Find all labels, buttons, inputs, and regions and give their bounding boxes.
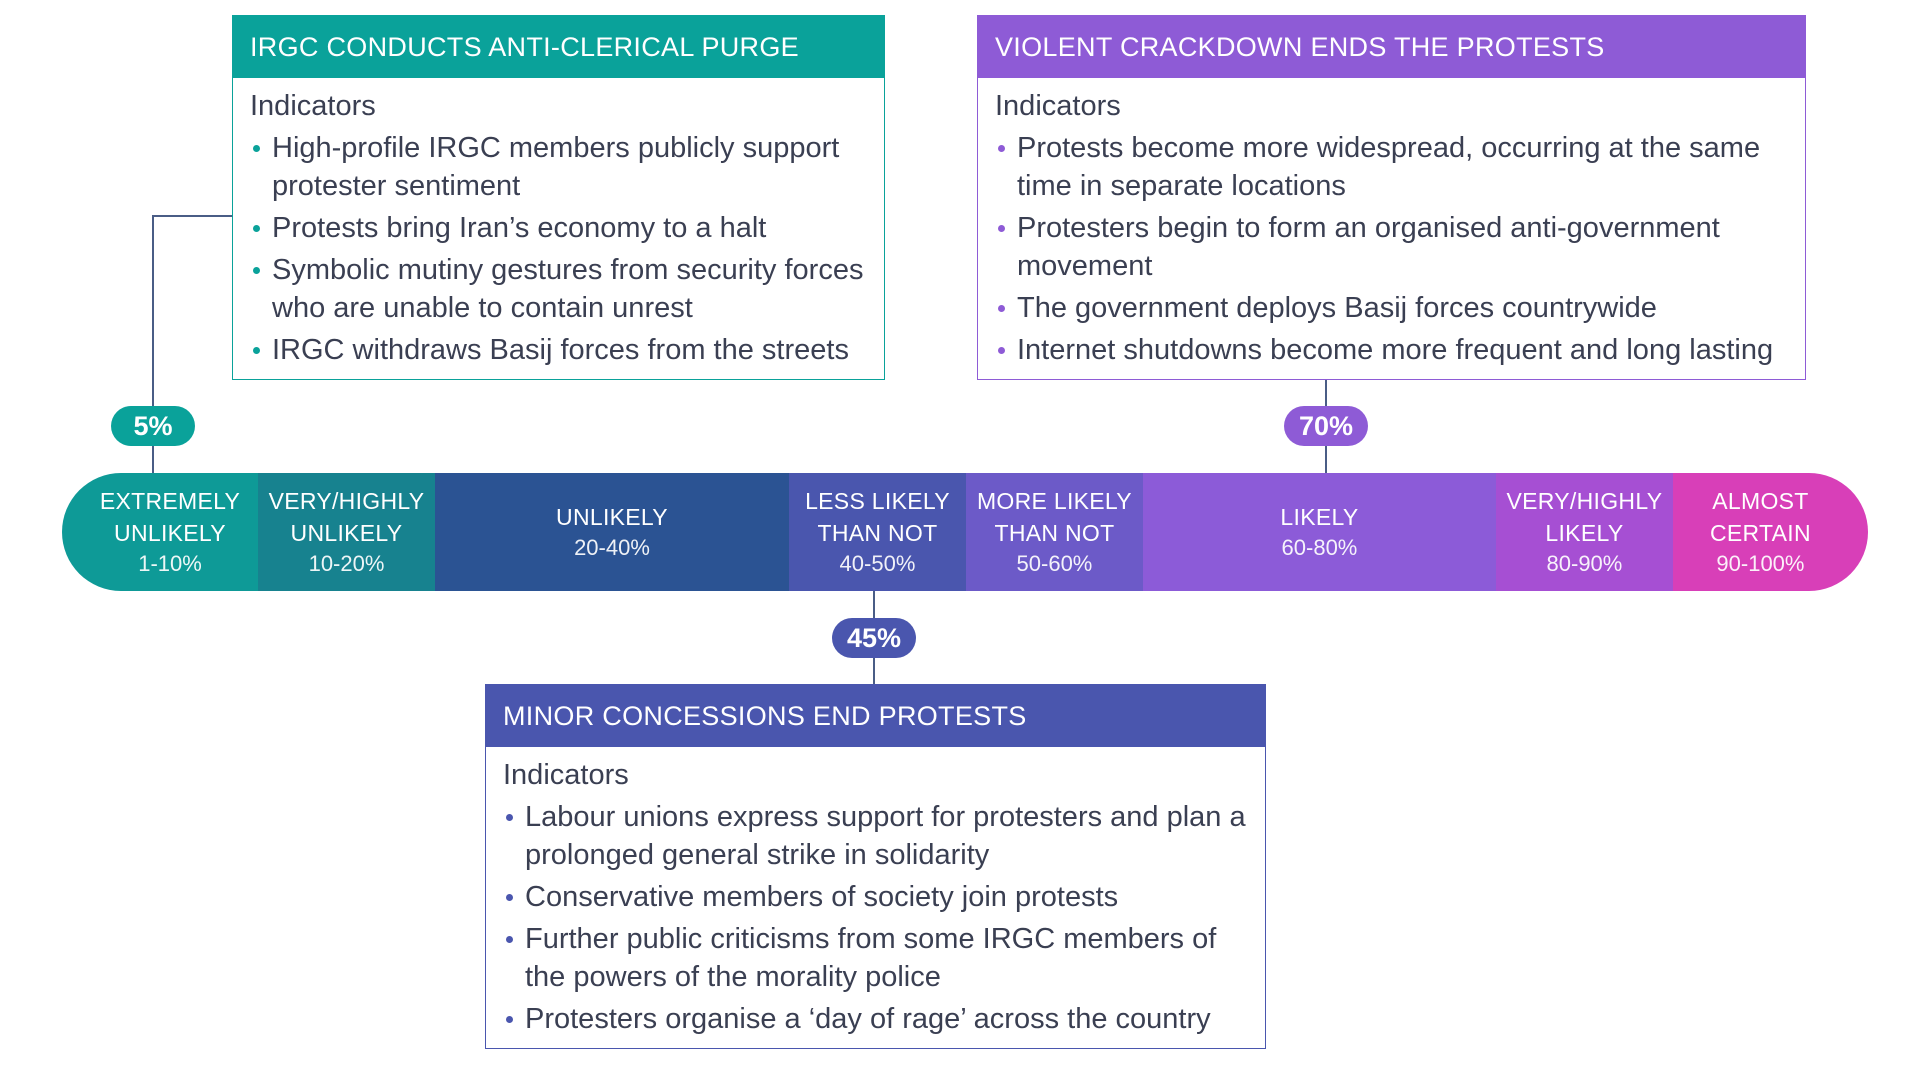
probability-badge-crackdown: 70% [1284,406,1368,446]
scale-segment-very-likely: VERY/HIGHLY LIKELY 80-90% [1495,473,1673,591]
bullet-dot-icon [253,145,260,152]
bullet-dot-icon [253,225,260,232]
indicator-item: Protests bring Iran’s economy to a halt [250,209,867,247]
indicator-item: Protesters begin to form an organised an… [995,209,1788,285]
scale-segment-more-likely-than-not: MORE LIKELY THAN NOT 50-60% [965,473,1143,591]
scenario-box-violent-crackdown: VIOLENT CRACKDOWN ENDS THE PROTESTS Indi… [977,15,1806,380]
scenario-box-minor-concessions: MINOR CONCESSIONS END PROTESTS Indicator… [485,684,1266,1049]
indicator-item: IRGC withdraws Basij forces from the str… [250,331,867,369]
scenario-title: VIOLENT CRACKDOWN ENDS THE PROTESTS [978,16,1805,78]
scale-segment-extremely-unlikely: EXTREMELY UNLIKELY 1-10% [62,473,259,591]
bullet-dot-icon [506,814,513,821]
scale-segment-almost-certain: ALMOST CERTAIN 90-100% [1672,473,1868,591]
scenario-title: MINOR CONCESSIONS END PROTESTS [486,685,1265,747]
indicator-list: Protests become more widespread, occurri… [995,129,1788,369]
bullet-dot-icon [506,894,513,901]
scale-segment-unlikely: UNLIKELY 20-40% [435,473,789,591]
scale-range: 10-20% [308,551,385,576]
scale-range: 80-90% [1546,551,1623,576]
scale-segment-less-likely-than-not: LESS LIKELY THAN NOT 40-50% [788,473,966,591]
indicators-heading: Indicators [503,759,629,791]
scale-label: VERY/HIGHLY LIKELY [1506,488,1663,546]
scale-range: 1-10% [138,551,202,576]
probability-badge-irgc: 5% [111,406,195,446]
probability-scale-bar: EXTREMELY UNLIKELY 1-10% VERY/HIGHLY UNL… [62,473,1868,591]
bullet-dot-icon [253,347,260,354]
indicator-list: Labour unions express support for protes… [503,798,1248,1038]
scale-range: 20-40% [574,535,650,560]
scale-label: ALMOST CERTAIN [1709,488,1811,546]
scale-segment-very-unlikely: VERY/HIGHLY UNLIKELY 10-20% [258,473,435,591]
indicator-item: Labour unions express support for protes… [503,798,1248,874]
indicators-heading: Indicators [995,90,1121,122]
scale-range: 90-100% [1716,551,1805,576]
bullet-dot-icon [998,305,1005,312]
connector-irgc-vertical [152,215,154,473]
scale-label: LESS LIKELY THAN NOT [805,488,950,546]
bullet-dot-icon [998,145,1005,152]
scale-range: 60-80% [1281,535,1358,560]
bullet-dot-icon [998,225,1005,232]
scale-segment-likely: LIKELY 60-80% [1142,473,1496,591]
scale-label: VERY/HIGHLY UNLIKELY [268,488,425,546]
indicator-item: Symbolic mutiny gestures from security f… [250,251,867,327]
scenario-title: IRGC CONDUCTS ANTI-CLERICAL PURGE [233,16,884,78]
indicator-item: Further public criticisms from some IRGC… [503,920,1248,996]
scale-range: 50-60% [1016,551,1093,576]
indicator-item: Protests become more widespread, occurri… [995,129,1788,205]
connector-irgc-horizontal [152,215,233,217]
bullet-dot-icon [253,267,260,274]
indicator-list: High-profile IRGC members publicly suppo… [250,129,867,369]
bullet-dot-icon [998,347,1005,354]
scale-label: MORE LIKELY THAN NOT [976,488,1132,546]
scenario-box-irgc-purge: IRGC CONDUCTS ANTI-CLERICAL PURGE Indica… [232,15,885,380]
indicator-item: High-profile IRGC members publicly suppo… [250,129,867,205]
scale-label: UNLIKELY [556,504,668,530]
scale-range: 40-50% [839,551,916,576]
scale-label: LIKELY [1280,504,1359,530]
indicator-item: The government deploys Basij forces coun… [995,289,1788,327]
indicator-item: Internet shutdowns become more frequent … [995,331,1788,369]
probability-badge-concessions: 45% [832,618,916,658]
indicator-item: Conservative members of society join pro… [503,878,1248,916]
bullet-dot-icon [506,1016,513,1023]
indicators-heading: Indicators [250,90,376,122]
scale-label: EXTREMELY UNLIKELY [99,488,241,546]
indicator-item: Protesters organise a ‘day of rage’ acro… [503,1000,1248,1038]
bullet-dot-icon [506,936,513,943]
